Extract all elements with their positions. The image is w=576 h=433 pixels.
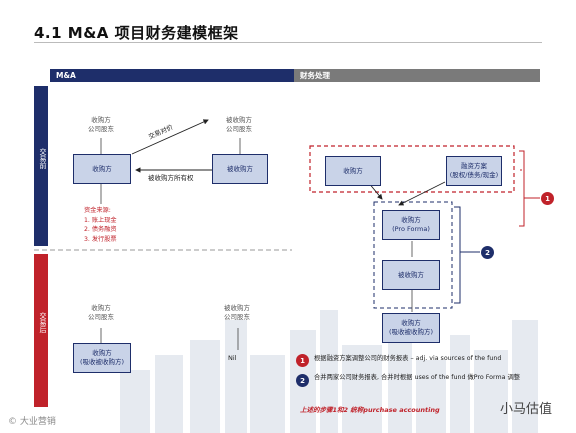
footer-note: 上述的步骤1和2 统称purchase accounting [300,406,440,414]
step-2-badge: 2 [481,246,494,259]
watermark-right: 小马估值 [500,402,553,417]
buyer-shareholders-label: 收购方 公司股东 [76,116,126,134]
funding-plan-line2: (股权/债务/现金) [449,171,499,179]
header-financial-treatment: 财务处理 [294,69,540,82]
funding-item: 3. 发行股票 [84,235,117,243]
left-bottom-connectors [100,328,239,350]
proforma-box: 收购方 (Pro Forma) [382,210,440,240]
title-divider [34,42,542,43]
city-skyline-background [120,310,538,433]
combined-buyer-box: 收购方 (吸收被收购方) [73,343,131,373]
note-1-badge: 1 [296,354,309,367]
buyer-box: 收购方 [73,154,131,184]
final-buyer-line2: (吸收被收购方) [388,328,434,336]
sidebar-after-deal: 交易后 [34,254,48,407]
target-shareholders-line2: 公司股东 [226,125,252,134]
section-divider [34,249,292,251]
final-buyer-line1: 收购方 [401,319,421,328]
target-shareholders-label: 被收购方 公司股东 [214,116,264,134]
buyer-shareholders-line2: 公司股东 [88,125,114,134]
left-top-connectors [100,119,241,204]
post-target-shareholders-line2: 公司股东 [224,313,250,322]
header-ma: M&A [50,69,294,82]
step-1-badge: 1 [541,192,554,205]
target-box: 被收购方 [212,154,268,184]
funding-title: 资金来源: [84,207,111,214]
sidebar-before-label: 交易前 [39,148,47,169]
page-title: 4.1 M&A 项目财务建模框架 [34,24,239,42]
combined-buyer-line2: (吸收被收购方) [79,358,125,366]
proforma-line1: 收购方 [401,216,421,225]
right-buyer-box: 收购方 [325,156,381,186]
arrow-ownership-label: 被收购方所有权 [148,174,194,182]
post-buyer-shareholders-label: 收购方 公司股东 [76,304,126,322]
post-buyer-shareholders-line2: 公司股东 [88,313,114,322]
funding-item: 1. 账上现金 [84,216,117,224]
target-shareholders-line1: 被收购方 [226,116,252,124]
funding-item: 2. 债务融资 [84,226,117,234]
note-1-text: 根据融资方案调整公司的财务报表 – adj. via sources of th… [314,355,502,362]
funding-sources: 资金来源: 1. 账上现金 2. 债务融资 3. 发行股票 [84,206,117,244]
post-target-shareholders-line1: 被收购方 [224,304,250,312]
post-buyer-shareholders-line1: 收购方 [91,304,111,312]
note-2-badge: 2 [296,374,309,387]
right-target-box: 被收购方 [382,260,440,290]
final-buyer-box: 收购方 (吸收被收购方) [382,313,440,343]
funding-plan-box: 融资方案 (股权/债务/现金) [446,156,502,186]
combined-buyer-line1: 收购方 [92,349,112,358]
nil-label: Nil [228,354,237,362]
proforma-line2: (Pro Forma) [392,225,430,233]
funding-plan-line1: 融资方案 [460,162,487,171]
sidebar-before-deal: 交易前 [34,86,48,246]
post-target-shareholders-label: 被收购方 公司股东 [212,304,262,322]
note-2-text: 合并两家公司财务报表, 合并时根据 uses of the fund 做Pro … [314,374,521,381]
buyer-shareholders-line1: 收购方 [91,116,111,124]
watermark-left: © 大业营销 [8,417,56,427]
sidebar-after-label: 交易后 [39,312,47,333]
